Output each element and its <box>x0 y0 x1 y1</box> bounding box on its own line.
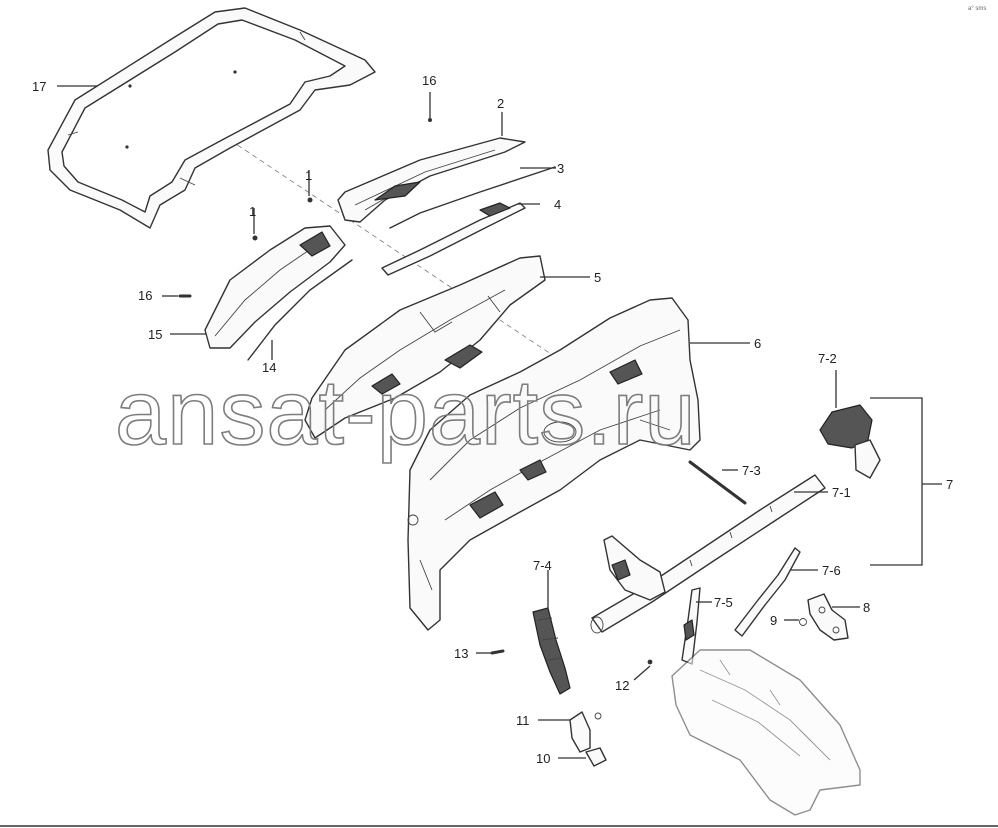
callout-7-4: 7-4 <box>533 558 552 573</box>
part-5-dash-panel <box>304 255 546 439</box>
callout-12: 12 <box>615 678 629 693</box>
callout-1-right: 1 <box>305 168 312 183</box>
callout-8: 8 <box>863 600 870 615</box>
part-7-3-rod <box>688 460 747 505</box>
callout-16-left: 16 <box>138 288 152 303</box>
callout-4: 4 <box>554 197 561 212</box>
part-7-1-bracket <box>603 535 666 601</box>
callout-13: 13 <box>454 646 468 661</box>
part-17-frame <box>47 7 376 229</box>
part-14-strip <box>247 259 353 361</box>
callout-7: 7 <box>946 477 953 492</box>
callout-6: 6 <box>754 336 761 351</box>
part-7-2-bracket <box>819 404 881 479</box>
callout-10: 10 <box>536 751 550 766</box>
callout-7-6: 7-6 <box>822 563 841 578</box>
corner-mark: a° sms <box>968 6 986 12</box>
watermark: ansat-parts.ru <box>115 362 697 464</box>
callout-7-2: 7-2 <box>818 351 837 366</box>
part-1-clip-left <box>252 235 258 241</box>
callout-7-5: 7-5 <box>714 595 733 610</box>
part-3-strip <box>389 166 556 229</box>
callout-16-top: 16 <box>422 73 436 88</box>
callout-15: 15 <box>148 327 162 342</box>
part-16-pin-top <box>428 118 432 122</box>
part-12-bolt <box>647 659 653 665</box>
part-4-channel <box>381 202 526 276</box>
part-2-cowl-panel <box>337 137 526 223</box>
part-8-hinge <box>807 593 849 641</box>
callout-7-3: 7-3 <box>742 463 761 478</box>
part-10-clip <box>585 747 607 767</box>
part-9-nut <box>799 618 807 626</box>
part-6-bulkhead <box>407 297 701 631</box>
part-15-cowl-side <box>204 225 346 349</box>
part-13-screw <box>490 649 505 655</box>
part-1-clip-right <box>307 197 313 203</box>
part-11-bracket <box>569 711 602 753</box>
callout-2: 2 <box>497 96 504 111</box>
callout-7-1: 7-1 <box>832 485 851 500</box>
callout-9: 9 <box>770 613 777 628</box>
part-7-4-bracket <box>532 607 571 695</box>
callout-11: 11 <box>516 713 530 728</box>
callout-5: 5 <box>594 270 601 285</box>
part-7-6-brace <box>734 547 801 637</box>
leader-lines <box>57 85 942 759</box>
reference-assembly <box>671 649 861 816</box>
callout-3: 3 <box>557 161 564 176</box>
callout-14: 14 <box>262 360 276 375</box>
callout-17: 17 <box>32 79 46 94</box>
callout-1-left: 1 <box>249 204 256 219</box>
